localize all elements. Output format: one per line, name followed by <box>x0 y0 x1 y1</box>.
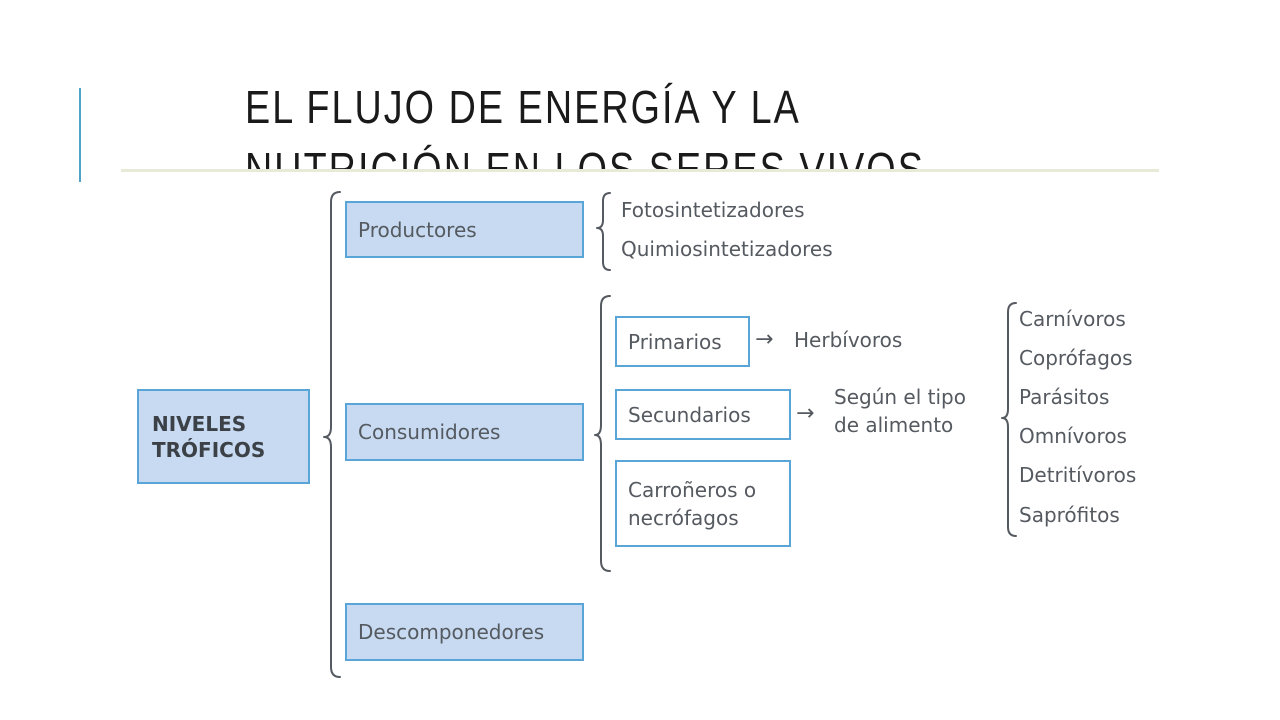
consumidores-box: Consumidores <box>345 403 584 461</box>
carroneros-label: Carroñeros o necrófagos <box>628 477 757 530</box>
herbivoros-text: Herbívoros <box>794 328 903 352</box>
food-type-coprofagos: Coprófagos <box>1019 346 1133 370</box>
food-type-saprofitos: Saprófitos <box>1019 503 1120 527</box>
quimiosintetizadores-text: Quimiosintetizadores <box>621 237 833 261</box>
bracket-consumidores <box>594 295 611 572</box>
bracket-root <box>323 191 341 678</box>
slide-title: EL FLUJO DE ENERGÍA Y LA NUTRICIÓN EN LO… <box>245 81 925 171</box>
fotosintetizadores-text: Fotosintetizadores <box>621 198 805 222</box>
segun-tipo-alimento-text: Según el tipo de alimento <box>834 385 966 437</box>
food-type-carnivoros: Carnívoros <box>1019 307 1126 331</box>
primarios-box: Primarios <box>615 316 750 367</box>
consumidores-label: Consumidores <box>358 420 501 444</box>
descomponedores-label: Descomponedores <box>358 620 545 644</box>
primarios-label: Primarios <box>628 329 722 354</box>
secundarios-arrow-icon: → <box>796 401 815 426</box>
bracket-food-types <box>1001 302 1017 537</box>
productores-label: Productores <box>358 217 477 242</box>
food-type-detritivoros: Detritívoros <box>1019 463 1137 487</box>
productores-box: Productores <box>345 201 584 258</box>
niveles-troficos-box: NIVELES TRÓFICOS <box>137 389 310 484</box>
secundarios-label: Secundarios <box>628 402 751 427</box>
niveles-troficos-label: NIVELES TRÓFICOS <box>152 411 266 462</box>
bracket-productores <box>596 192 611 271</box>
descomponedores-box: Descomponedores <box>345 603 584 661</box>
carroneros-box: Carroñeros o necrófagos <box>615 460 791 547</box>
title-underline <box>121 169 1159 172</box>
food-type-omnivoros: Omnívoros <box>1019 424 1127 448</box>
accent-bar <box>79 88 81 182</box>
food-type-parasitos: Parásitos <box>1019 385 1110 409</box>
secundarios-box: Secundarios <box>615 389 791 440</box>
primarios-arrow-icon: → <box>755 327 774 352</box>
